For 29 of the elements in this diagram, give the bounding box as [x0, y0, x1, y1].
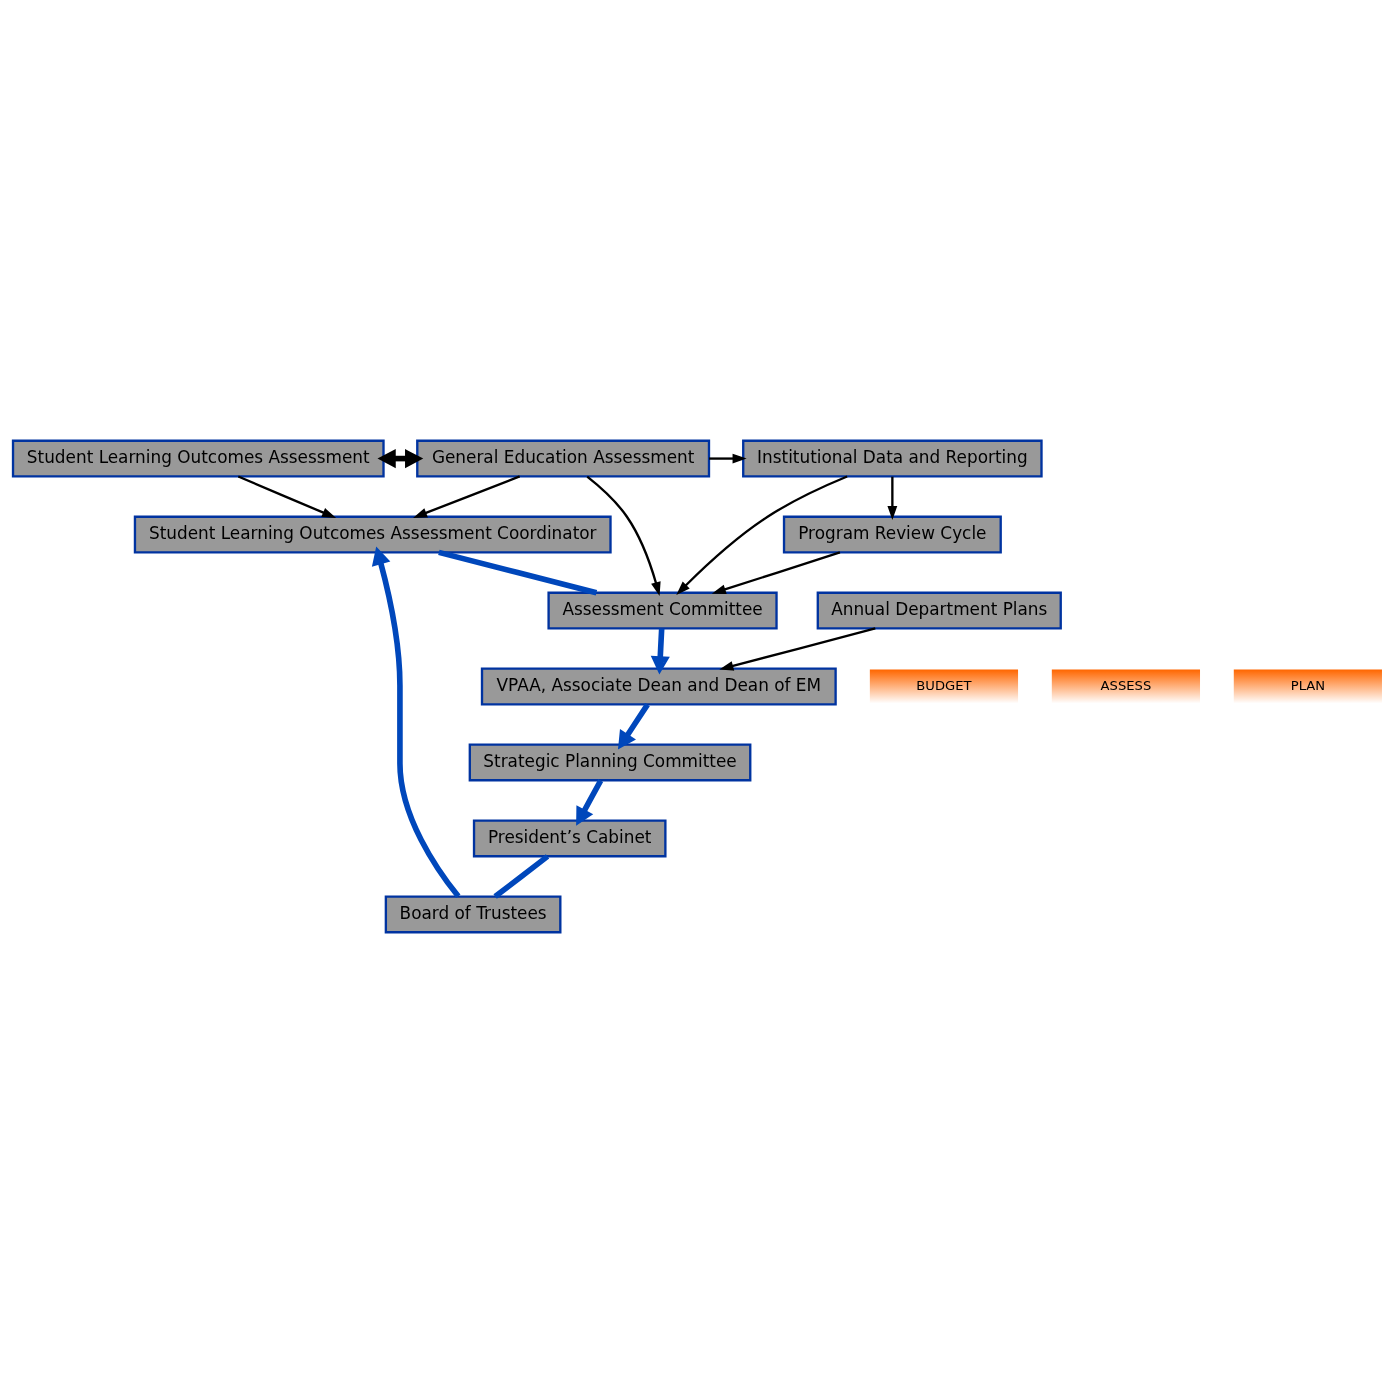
connector: [438, 549, 598, 596]
node-box: President’s Cabinet: [472, 819, 667, 858]
node-box: General Education Assessment: [416, 439, 711, 478]
node-box: Assessment Committee: [547, 591, 778, 630]
arrow: [377, 449, 424, 469]
node-box: Strategic Planning Committee: [468, 743, 752, 782]
arrow: [711, 551, 841, 595]
arrow: [719, 627, 876, 671]
node-box: Institutional Data and Reporting: [742, 439, 1043, 478]
arrow: [887, 476, 898, 521]
node-box: PLAN: [1233, 669, 1382, 704]
node-box: Program Review Cycle: [782, 515, 1002, 554]
node-box: Student Learning Outcomes Assessment Coordinator: [133, 515, 612, 554]
node-box: VPAA, Associate Dean and Dean of EM: [480, 667, 837, 706]
arrow: [576, 779, 604, 826]
arrow: [709, 453, 747, 464]
node-box: Student Learning Outcomes Assessment: [11, 439, 385, 478]
arrow: [413, 475, 521, 518]
arrow: [676, 475, 848, 595]
arrow: [617, 703, 650, 750]
node-box: Board of Trustees: [384, 895, 562, 934]
node-box: Annual Department Plans: [816, 591, 1062, 630]
arrow: [586, 475, 661, 597]
arrow: [237, 475, 337, 519]
arrow: [371, 546, 461, 899]
arrow: [650, 628, 670, 675]
node-box: BUDGET: [869, 669, 1019, 704]
node-box: ASSESS: [1051, 669, 1200, 704]
connector: [493, 854, 550, 899]
